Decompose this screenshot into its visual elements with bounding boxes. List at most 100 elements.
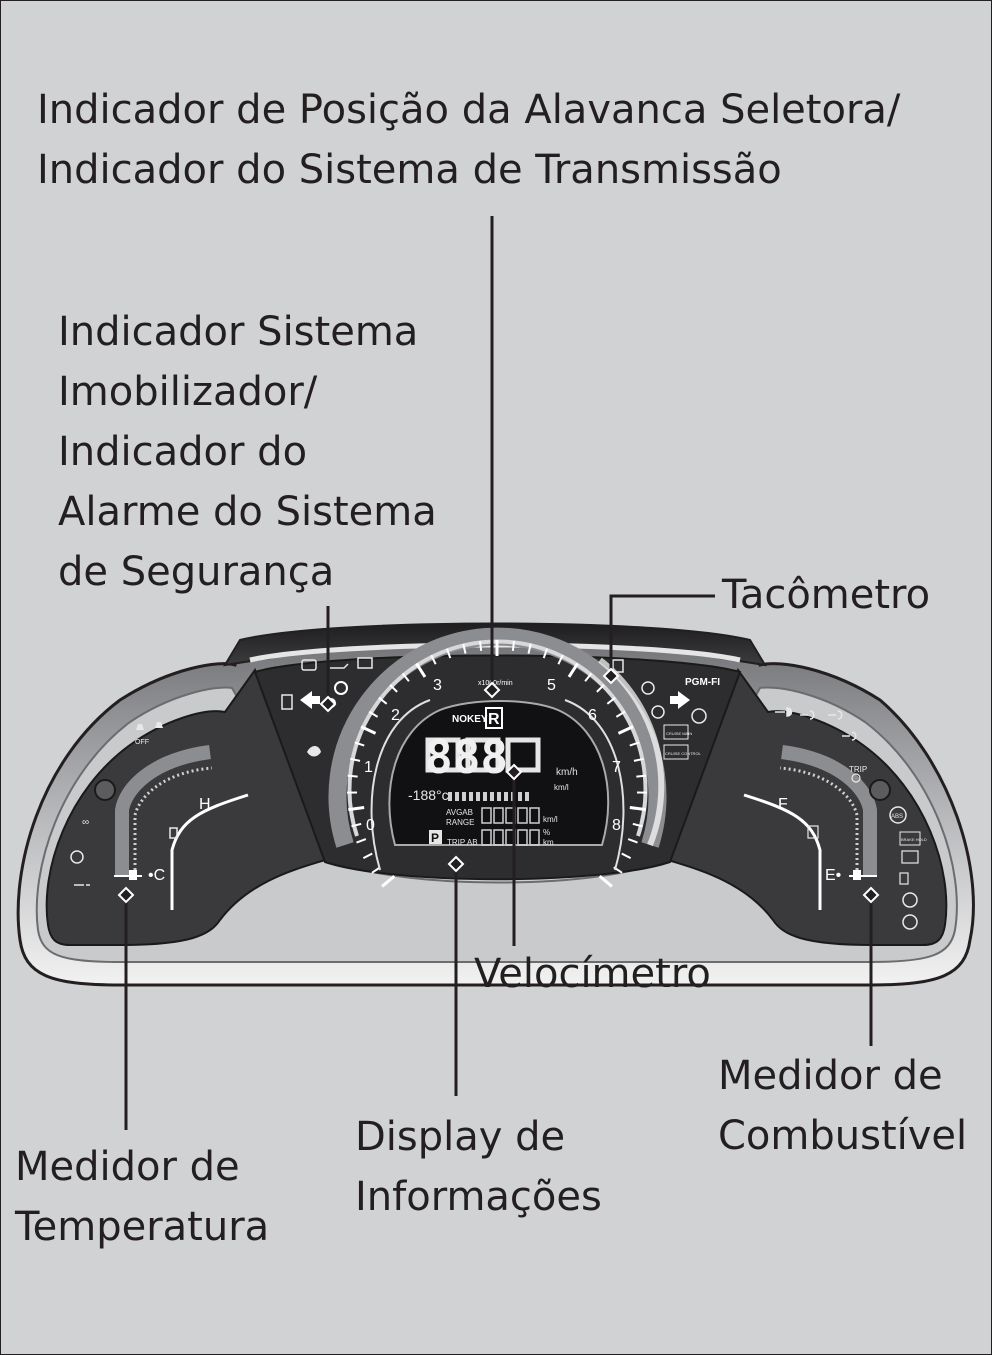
left-knob: [94, 779, 116, 801]
high-beam-icon: [828, 710, 843, 720]
fuel-f-label: F: [778, 796, 788, 813]
kml-label: km/l: [543, 815, 558, 824]
fuel-gauge-arc: [780, 745, 877, 875]
tach-tick: [557, 654, 564, 665]
tach-tick: [527, 643, 532, 654]
info-display: [388, 700, 610, 846]
percent-label: %: [543, 828, 550, 837]
tach-tick: [598, 874, 613, 888]
speed-digits: 888: [425, 730, 508, 784]
callout-fuel-line-2: Combustível: [718, 1113, 968, 1159]
tach-tick: [356, 838, 367, 844]
temp-gauge-arc: [115, 745, 212, 875]
fuel-needle-track: [743, 793, 822, 910]
callout-immobilizer-line-5: de Segurança: [58, 549, 335, 595]
tach-tick: [621, 852, 632, 859]
cruise-control-label: CRUISE CONTROL: [665, 751, 702, 756]
tach-tick: [354, 741, 365, 747]
tach-num-2: 2: [391, 707, 400, 724]
tach-tick: [511, 640, 515, 652]
cruise-main-label: CRUISE MAIN: [666, 731, 692, 736]
airbag-icon: [641, 681, 655, 695]
avg-label: AVGAB: [446, 808, 473, 817]
tach-tick: [606, 696, 616, 705]
callout-selector-position: Indicador de Posição da Alavanca Seletor…: [37, 80, 900, 200]
callout-temperature-gauge: Medidor de Temperatura: [15, 1137, 269, 1257]
low-beam-icon: [800, 710, 815, 720]
trip-label: TRIP: [849, 765, 867, 774]
callout-immobilizer-line-4: Alarme do Sistema: [58, 489, 437, 535]
trip-ab-label: TRIP AB: [447, 838, 478, 847]
door-open-icon: [281, 694, 293, 710]
brake-system-icon: [902, 892, 918, 908]
headlight-icon: [775, 707, 793, 717]
tach-tick: [351, 822, 362, 828]
low-fuel-icon: [899, 872, 909, 885]
km-label: km: [543, 838, 554, 847]
tach-tick: [479, 640, 483, 652]
gear-icon: [334, 681, 348, 695]
temp-h-label: H: [199, 796, 211, 813]
coolant-icon: [169, 827, 178, 839]
tach-arc-outer: [328, 627, 667, 848]
tach-num-8: 8: [612, 817, 621, 834]
callout-immobilizer-line-1: Indicador Sistema: [58, 309, 419, 355]
callout-fuel-gauge: Medidor de Combustível: [718, 1046, 967, 1166]
tach-tick: [542, 648, 549, 659]
off-label: OFF: [135, 739, 149, 746]
callout-info-line-1: Display de: [355, 1114, 566, 1160]
tach-tick: [627, 838, 638, 844]
callout-temp-line-2: Temperatura: [15, 1204, 270, 1250]
callout-temp-line-1: Medidor de: [15, 1144, 240, 1190]
callout-selector-line-1: Indicador de Posição da Alavanca Seletor…: [37, 87, 901, 133]
temp-needle-track: [170, 793, 249, 910]
callout-immobilizer-line-3: Indicador do: [58, 429, 308, 475]
tach-unit-label: x1000r/min: [478, 680, 513, 687]
speed-unit: km/h: [556, 767, 578, 778]
tach-tick: [368, 710, 379, 718]
callout-info-display: Display de Informações: [355, 1107, 602, 1227]
vsa-off-icon: [155, 722, 163, 728]
tach-num-1: 1: [364, 759, 373, 776]
tach-tick: [629, 806, 646, 812]
tach-tick: [632, 822, 643, 828]
kml-label-top: km/l: [554, 783, 569, 792]
eco-leaf-icon: [307, 746, 321, 757]
abs-label: ABS: [891, 814, 903, 820]
speed-digit-boxes: [425, 737, 541, 773]
leader-dots: [117, 667, 880, 904]
brake-warning-icon: [902, 914, 918, 930]
callout-fuel-line-1: Medidor de: [718, 1053, 943, 1099]
nokey-label: NOKEY: [452, 714, 488, 725]
leader-lines: [124, 216, 873, 1130]
tach-tick: [381, 874, 396, 888]
tach-tick: [348, 806, 365, 812]
callout-speedometer: Velocímetro: [474, 951, 711, 997]
abs-icon: [889, 806, 907, 824]
tach-tick: [445, 648, 452, 659]
svg-text:R: R: [488, 711, 500, 728]
tach-tick: [378, 696, 388, 705]
tach-tick: [596, 684, 605, 693]
tach-num-3: 3: [433, 677, 442, 694]
tach-tick: [617, 725, 634, 735]
steering-icon: [70, 850, 84, 864]
tach-tick: [584, 672, 593, 682]
seatbelt-icon: [651, 705, 665, 719]
tach-tick: [401, 672, 410, 682]
callout-info-line-2: Informações: [355, 1174, 602, 1220]
fuel-door-icon: [807, 825, 819, 839]
brake-hold-label: BRAKE HOLD: [901, 837, 927, 842]
left-arrow-icon: [300, 691, 320, 709]
right-arrow-icon: [670, 691, 690, 709]
tach-tick: [567, 662, 579, 678]
tach-tick: [633, 757, 644, 762]
trip-knob-icon: [851, 773, 861, 783]
tach-tick: [615, 710, 626, 718]
tpms-icon: [691, 708, 707, 724]
fog-light-icon: [842, 731, 857, 741]
avg-digit-cells: [481, 807, 540, 846]
p-label: P: [431, 831, 439, 845]
tach-tick: [350, 757, 361, 762]
